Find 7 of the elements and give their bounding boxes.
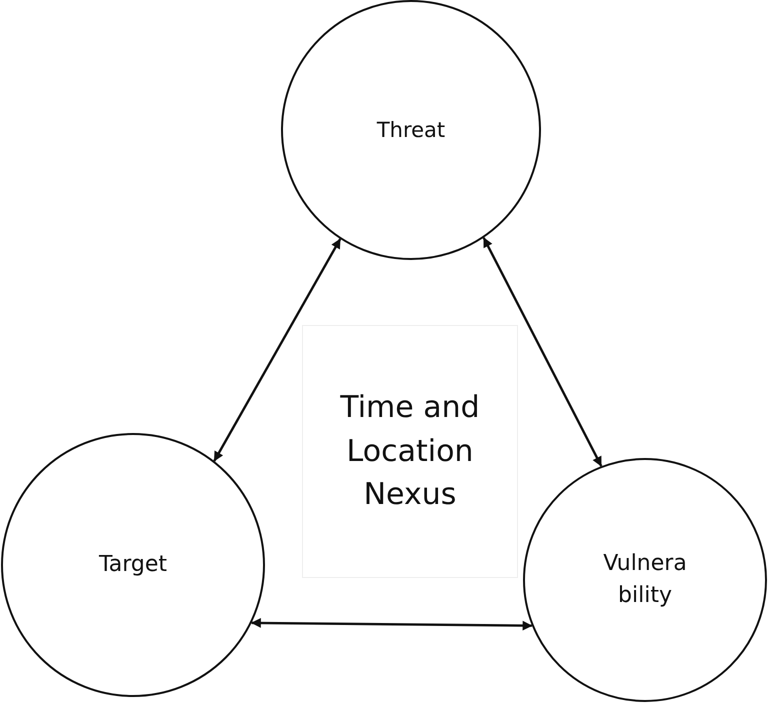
double-arrow	[482, 237, 602, 467]
node-label: Time and Location Nexus	[339, 389, 481, 514]
double-arrow	[213, 238, 342, 462]
node-label: Target	[98, 551, 168, 580]
node-label: Threat	[376, 116, 446, 144]
node-label: Vulnera bility	[602, 550, 688, 610]
double-arrow	[251, 618, 532, 631]
